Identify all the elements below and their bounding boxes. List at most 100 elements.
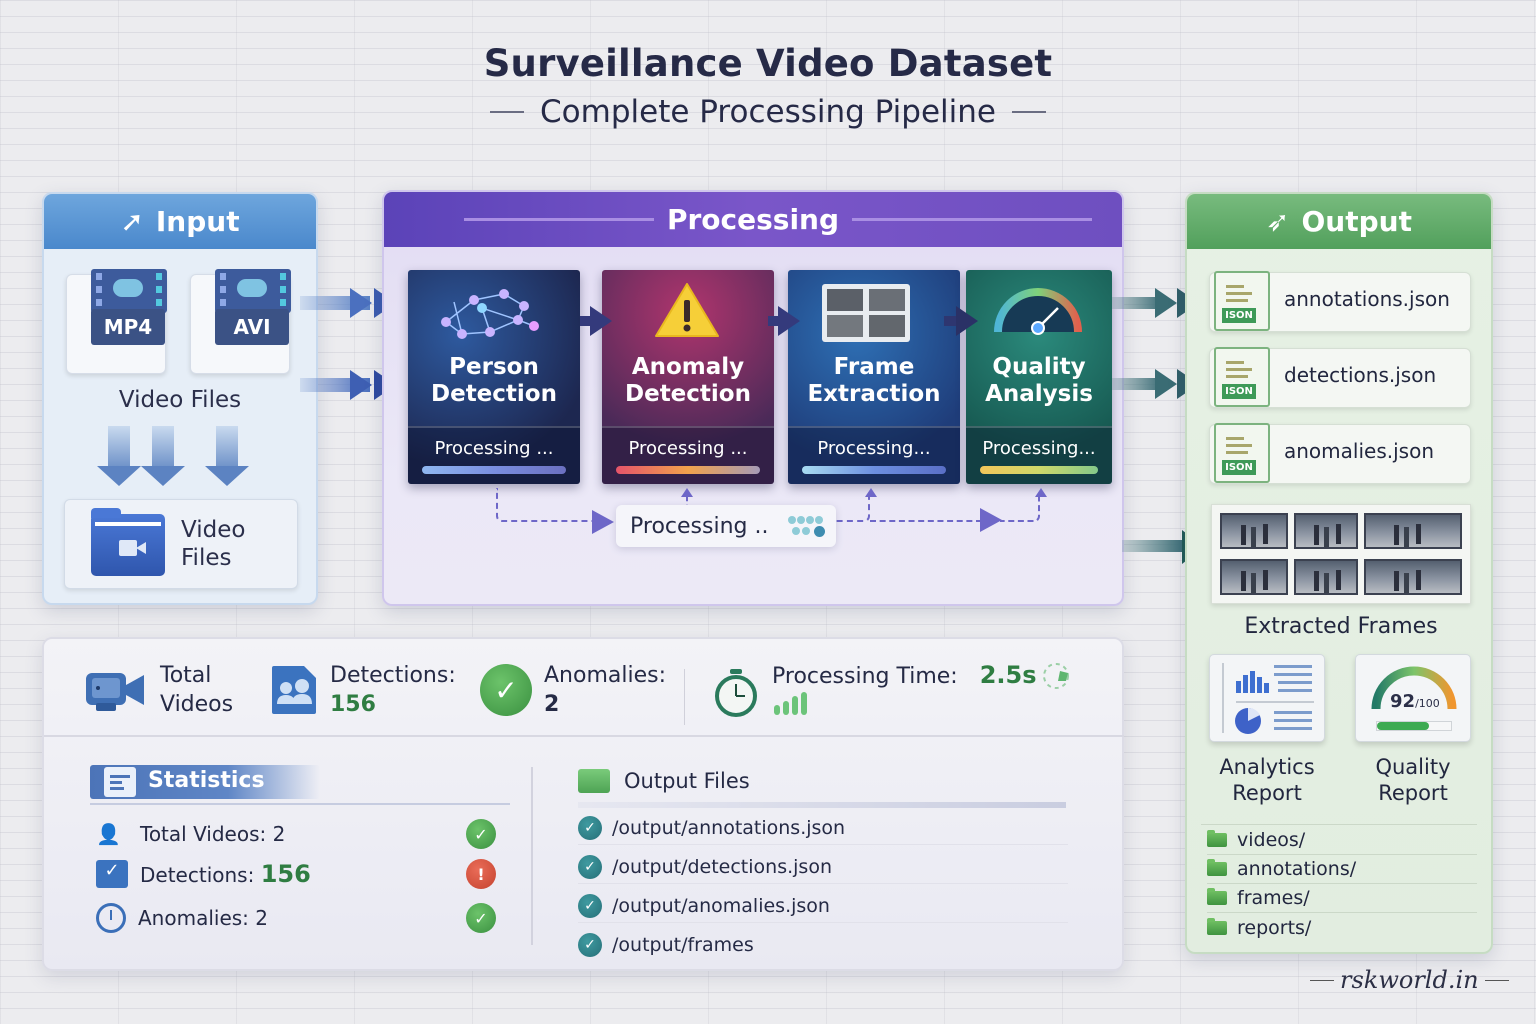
json-file-icon: ISON [1214, 347, 1270, 407]
stopwatch-icon [715, 669, 757, 717]
divider [531, 767, 533, 945]
user-icon: 👤 [96, 822, 121, 846]
metric-label: Detections:156 [330, 663, 456, 717]
flow-arrow-line [1122, 540, 1182, 552]
detections-value: 156 [330, 692, 376, 717]
quality-score: 92/100 [1390, 691, 1440, 712]
stage-footer: Processing ... [408, 426, 580, 484]
gauge-icon [994, 288, 1082, 335]
processing-panel-title: Processing [666, 203, 840, 236]
extracted-frames-grid[interactable] [1211, 504, 1471, 604]
quality-progress-fill [1377, 722, 1429, 730]
analytics-report-card[interactable] [1209, 654, 1325, 742]
output-path-item[interactable]: ✓/output/annotations.json [578, 811, 1068, 845]
video-camera-icon [86, 673, 144, 711]
output-path-item[interactable]: ✓/output/frames [578, 928, 1068, 962]
quality-gauge-icon [1371, 666, 1457, 710]
box-icon [578, 769, 610, 793]
header-decor-line [852, 218, 1092, 221]
dashed-connector [496, 488, 596, 522]
processing-time-value: 2.5s [979, 661, 1037, 689]
send-arrow-icon: ➚ [120, 205, 144, 238]
video-folder-card[interactable]: Video Files [64, 499, 298, 589]
checked-document-icon: ✓ [96, 860, 128, 888]
output-files-header: Output Files [578, 769, 750, 793]
output-file-anomalies[interactable]: ISON anomalies.json [1209, 423, 1471, 484]
output-path-item[interactable]: ✓/output/detections.json [578, 850, 1068, 884]
loading-spinner-icon [1043, 663, 1069, 689]
input-panel-title: Input [155, 205, 240, 238]
stage-progress-bar [802, 466, 946, 474]
output-panel-header: ➶ Output [1187, 194, 1491, 249]
stage-status: Processing ... [628, 438, 748, 459]
output-path-item[interactable]: ✓/output/anomalies.json [578, 889, 1068, 923]
flow-arrow-line [580, 316, 594, 326]
avi-file-card[interactable]: AVI [190, 269, 291, 374]
quality-report-card[interactable]: 92/100 [1355, 654, 1471, 742]
output-file-detections[interactable]: ISON detections.json [1209, 347, 1471, 408]
frame-thumbnail [1364, 513, 1462, 549]
metric-anomalies: ✓ Anomalies:2 [480, 661, 666, 719]
subtitle-rule-left [490, 111, 525, 113]
processing-panel-header: Processing [384, 192, 1122, 247]
stage-status: Processing... [817, 438, 931, 459]
arrow-right-icon [592, 510, 614, 534]
check-circle-icon: ✓ [466, 819, 496, 849]
people-document-icon [272, 666, 316, 714]
frames-grid-icon [822, 284, 910, 342]
subtitle-text: Complete Processing Pipeline [540, 94, 996, 130]
metric-processing-time: Processing Time:2.5s [712, 661, 1037, 725]
clock-icon [96, 903, 126, 933]
folder-item-frames[interactable]: frames/ [1207, 884, 1477, 913]
arrow-right-icon [350, 370, 372, 400]
format-badge: MP4 [91, 309, 165, 345]
down-arrow-icon [97, 426, 141, 486]
dashed-connector [686, 496, 688, 510]
rocket-icon: ➶ [1266, 205, 1290, 238]
folder-icon [1207, 830, 1227, 847]
arrow-right-icon [980, 508, 1002, 532]
metric-label: Processing Time:2.5s [772, 661, 1037, 725]
folder-item-videos[interactable]: videos/ [1207, 826, 1477, 855]
processing-status-pill: Processing .. [616, 505, 836, 547]
check-circle-icon: ✓ [466, 903, 496, 933]
signal-bars-icon [774, 692, 807, 715]
output-panel-title: Output [1301, 205, 1412, 238]
folder-item-annotations[interactable]: annotations/ [1207, 855, 1477, 884]
folder-icon [1207, 888, 1227, 905]
processing-status-text: Processing .. [630, 513, 769, 539]
page-subtitle: Complete Processing Pipeline [0, 94, 1536, 130]
format-badge: AVI [215, 309, 289, 345]
output-file-name: annotations.json [1284, 287, 1450, 311]
warning-icon [655, 283, 719, 337]
arrow-right-icon [590, 306, 612, 336]
stage-footer: Processing ... [602, 426, 774, 484]
json-file-icon: ISON [1214, 271, 1270, 331]
frame-thumbnail [1294, 513, 1358, 549]
loading-dots-icon [788, 516, 826, 538]
output-file-name: anomalies.json [1284, 439, 1434, 463]
check-circle-icon: ✓ [578, 893, 602, 918]
stage-footer: Processing... [966, 426, 1112, 484]
divider [684, 669, 685, 725]
folder-icon [1207, 917, 1227, 935]
folder-item-reports[interactable]: reports/ [1207, 913, 1477, 942]
flow-arrow-line [1112, 378, 1162, 390]
output-file-annotations[interactable]: ISON annotations.json [1209, 271, 1471, 332]
mp4-file-card[interactable]: MP4 [66, 269, 167, 374]
stage-status: Processing ... [434, 438, 554, 459]
arrow-right-icon [1155, 288, 1177, 318]
dashed-connector [836, 496, 870, 522]
divider [44, 735, 1124, 737]
